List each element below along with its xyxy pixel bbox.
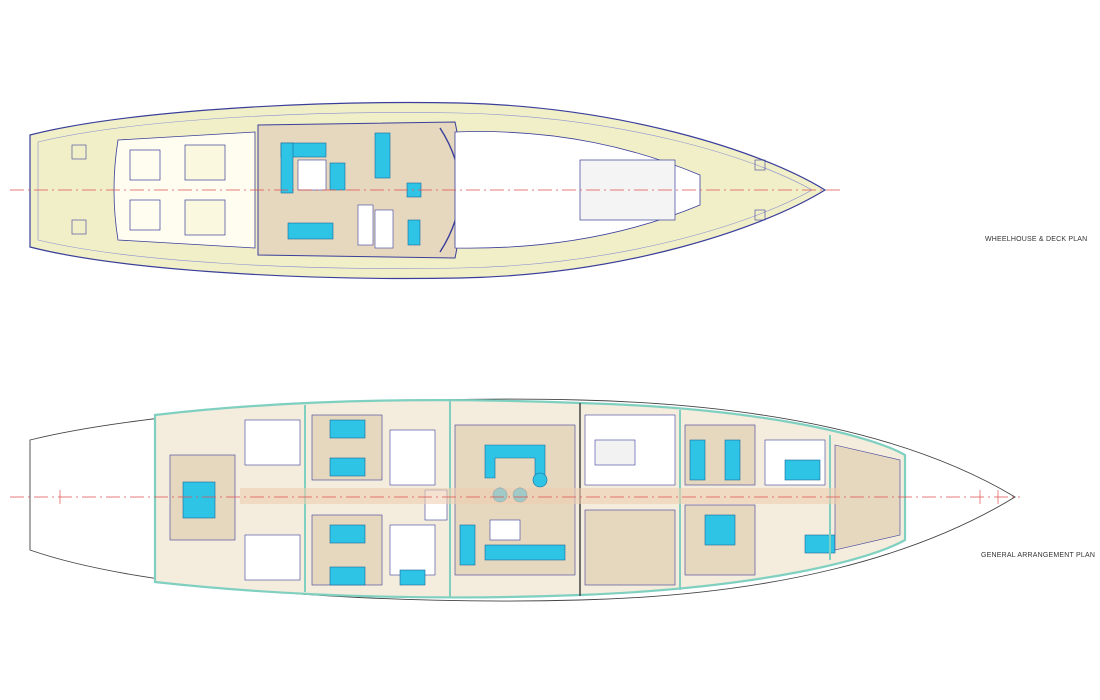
cockpit-bench xyxy=(184,199,226,236)
helm-seat xyxy=(129,149,161,181)
guest-berth xyxy=(329,419,366,439)
deck-hatch xyxy=(754,159,766,171)
bathroom xyxy=(389,429,436,486)
storage-unit xyxy=(374,209,394,249)
crew-berth xyxy=(689,439,706,481)
crew-berth xyxy=(724,439,741,481)
bathroom xyxy=(389,524,436,576)
deck-hatch xyxy=(754,209,766,221)
saloon-table xyxy=(489,519,521,541)
wheelhouse-chair xyxy=(329,162,346,191)
guest-berth xyxy=(329,566,366,586)
saloon-sofa xyxy=(484,444,546,479)
galley-unit xyxy=(357,204,374,246)
deck-plan xyxy=(10,101,840,280)
wheelhouse-sofa xyxy=(407,219,421,246)
cockpit-bench xyxy=(184,144,226,181)
berth xyxy=(399,569,426,586)
forepeak xyxy=(834,444,901,551)
fwd-berth xyxy=(784,459,821,481)
deck-hatch xyxy=(71,219,87,235)
ga-plan-title: GENERAL ARRANGEMENT PLAN xyxy=(981,552,1096,559)
guest-berth xyxy=(329,524,366,544)
bathroom xyxy=(244,534,301,581)
bathroom xyxy=(244,419,301,466)
guest-berth xyxy=(329,457,366,477)
corridor xyxy=(240,488,840,504)
saloon-sofa xyxy=(484,544,566,561)
wheelhouse-sofa xyxy=(287,222,334,240)
aft-berth xyxy=(182,481,216,519)
crew-mess xyxy=(584,509,676,586)
deck-hatch xyxy=(71,144,87,160)
galley-counter xyxy=(594,439,636,466)
wheelhouse-sofa xyxy=(374,132,391,179)
saloon-sofa xyxy=(459,524,476,566)
ga-plan xyxy=(10,398,1020,602)
wheelhouse-sofa xyxy=(280,142,294,194)
helm-seat xyxy=(129,199,161,231)
deck-plan-title: WHEELHOUSE & DECK PLAN xyxy=(985,236,1088,243)
saloon-chair xyxy=(532,472,548,488)
wheelhouse-table xyxy=(297,159,327,191)
captain-berth xyxy=(704,514,736,546)
